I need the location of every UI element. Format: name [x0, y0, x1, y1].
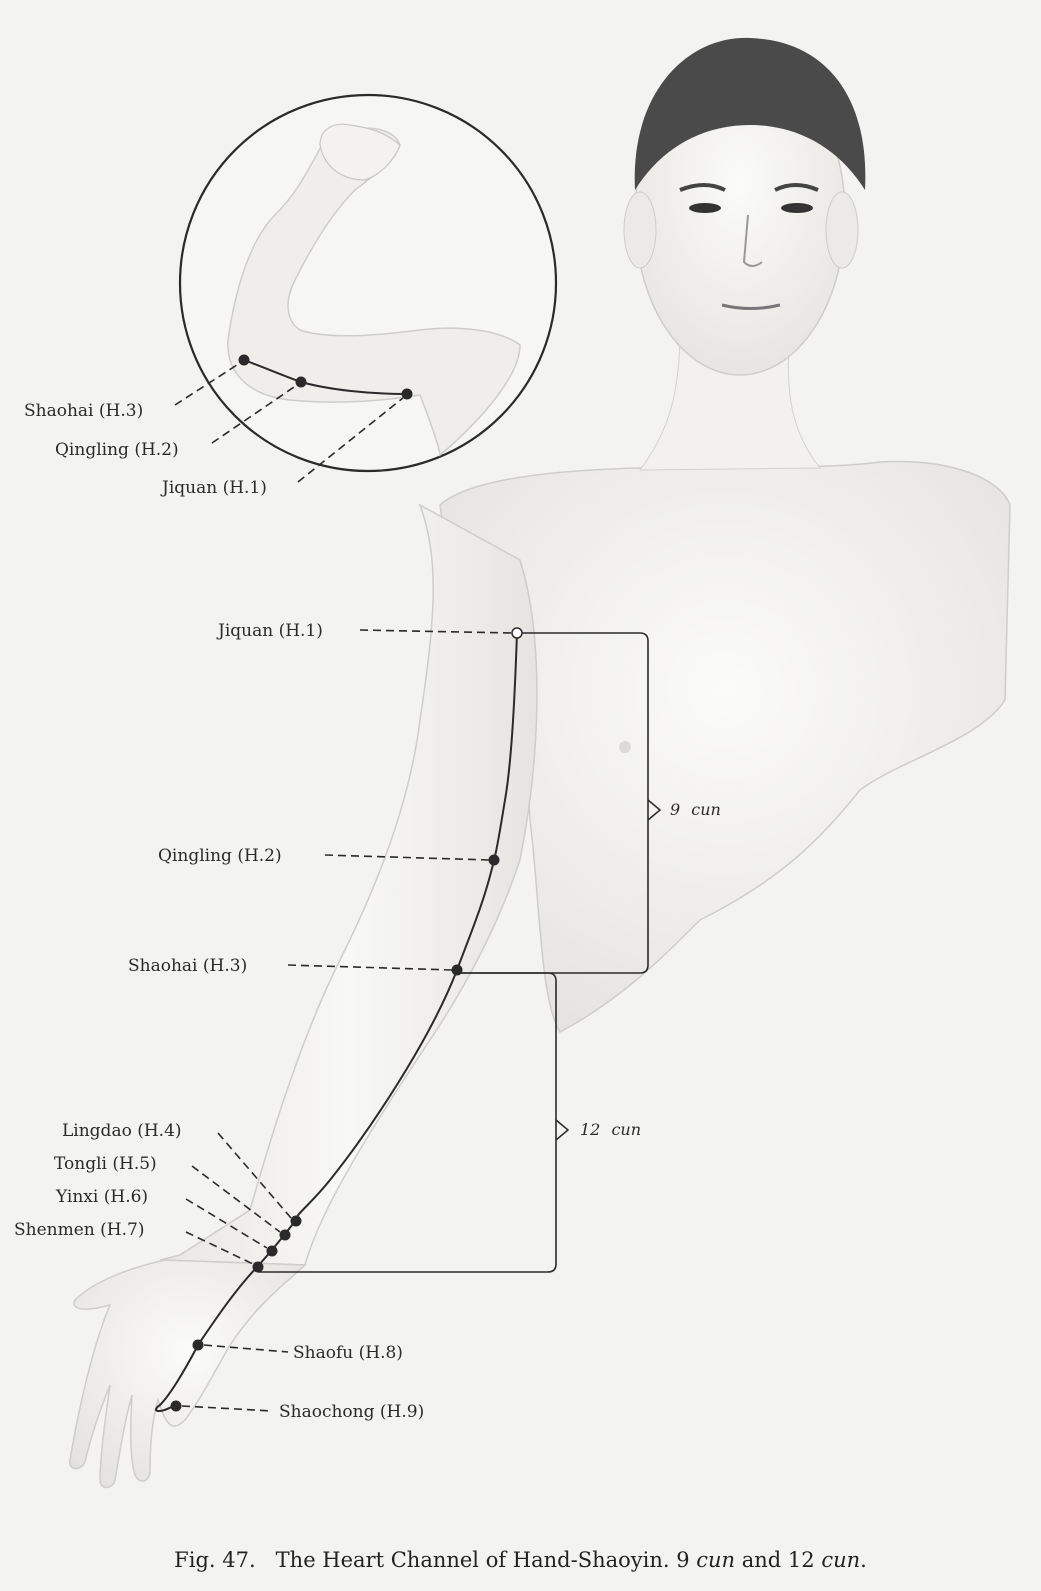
caption-cun-1: cun: [696, 1548, 735, 1572]
caption-title: The Heart Channel of Hand-Shaoyin. 9: [276, 1548, 697, 1572]
inset-label-shaohai: Shaohai (H.3): [24, 401, 143, 421]
label-tongli: Tongli (H.5): [54, 1154, 157, 1174]
inset-label-qingling: Qingling (H.2): [55, 440, 179, 460]
label-qingling: Qingling (H.2): [158, 846, 282, 866]
inset-point-qingling: [296, 377, 307, 388]
left-ear: [624, 192, 656, 268]
inset-detail: [180, 95, 556, 471]
measure-9-label: 9 cun: [670, 800, 721, 819]
leader-shaochong: [182, 1406, 272, 1411]
label-shaochong: Shaochong (H.9): [279, 1402, 424, 1422]
label-jiquan: Jiquan (H.1): [216, 621, 323, 641]
label-shaohai: Shaohai (H.3): [128, 956, 247, 976]
hand: [70, 1260, 305, 1488]
measure-12-label: 12 cun: [580, 1120, 641, 1139]
figure-caption: Fig. 47. The Heart Channel of Hand-Shaoy…: [0, 1548, 1041, 1572]
chest-mark: [619, 741, 631, 753]
point-shenmen: [253, 1262, 264, 1273]
caption-and: and 12: [735, 1548, 821, 1572]
right-eye: [781, 203, 813, 213]
caption-cun-2: cun: [821, 1548, 860, 1572]
point-lingdao: [291, 1216, 302, 1227]
label-lingdao: Lingdao (H.4): [62, 1121, 182, 1141]
left-eye: [689, 203, 721, 213]
label-shaofu: Shaofu (H.8): [293, 1343, 403, 1363]
point-shaochong: [171, 1401, 182, 1412]
point-shaofu: [193, 1340, 204, 1351]
inset-point-jiquan: [402, 389, 413, 400]
caption-end: .: [860, 1548, 867, 1572]
point-qingling: [489, 855, 500, 866]
brace-tick-12: [556, 1120, 568, 1140]
inset-label-jiquan: Jiquan (H.1): [160, 478, 267, 498]
label-yinxi: Yinxi (H.6): [55, 1187, 148, 1207]
inset-point-shaohai: [239, 355, 250, 366]
point-jiquan: [512, 628, 522, 638]
label-shenmen: Shenmen (H.7): [14, 1220, 144, 1240]
point-tongli: [280, 1230, 291, 1241]
right-ear: [826, 192, 858, 268]
point-shaohai: [452, 965, 463, 976]
caption-prefix: Fig. 47.: [174, 1548, 255, 1572]
arm: [160, 505, 537, 1265]
point-yinxi: [267, 1246, 278, 1257]
